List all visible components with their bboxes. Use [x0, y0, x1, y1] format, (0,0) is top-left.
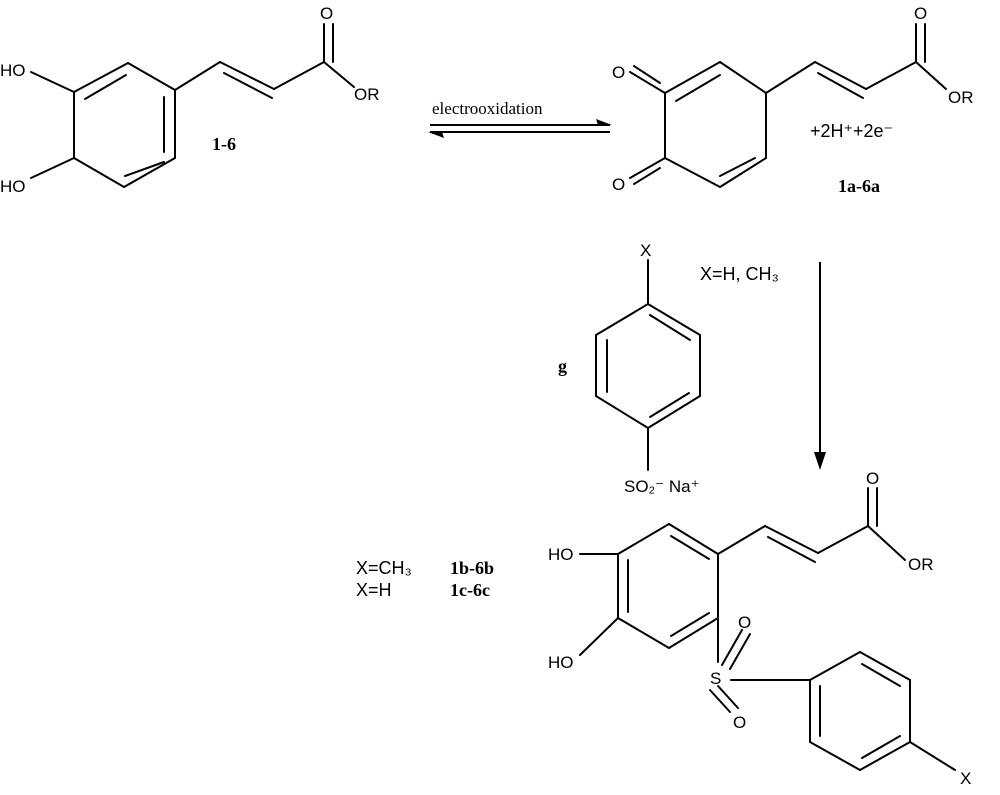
quinone-ester-group-label: OR [948, 88, 974, 107]
sulfinate-salt-label: SO₂⁻ Na⁺ [624, 477, 700, 496]
quinone-oxygen-top-label: O [612, 63, 625, 82]
reactant-compound-label: 1-6 [212, 134, 236, 154]
quinone-molecule [629, 23, 947, 188]
variant-hydrogen-x: X=H [356, 580, 392, 600]
electrooxidation-label: electrooxidation [432, 99, 543, 118]
reactant-molecule [30, 23, 355, 188]
reagent-label: g [558, 356, 567, 376]
hydroxyl-top-label: HO [0, 61, 26, 80]
product-hydroxyl-bottom-label: HO [548, 653, 574, 672]
quinone-compound-label: 1a-6a [838, 176, 880, 196]
sulfinate-reagent-molecule [595, 259, 701, 471]
variant-hydrogen-label: 1c-6c [450, 580, 490, 600]
hydroxyl-bottom-label: HO [0, 177, 26, 196]
equilibrium-arrows [428, 119, 612, 138]
substituent-condition-label: X=H, CH₃ [700, 264, 779, 284]
variant-methyl-x: X=CH₃ [356, 558, 412, 578]
product-molecule [579, 487, 956, 771]
reaction-arrow-down [814, 262, 826, 470]
quinone-carbonyl-oxygen-label: O [914, 4, 927, 23]
reagent-substituent-label: X [640, 241, 651, 260]
ester-group-label: OR [354, 85, 380, 104]
proton-electron-byproduct: +2H⁺+2e⁻ [810, 121, 893, 141]
product-hydroxyl-top-label: HO [548, 545, 574, 564]
product-carbonyl-oxygen-label: O [866, 469, 879, 488]
quinone-oxygen-bottom-label: O [612, 175, 625, 194]
carbonyl-oxygen-label: O [320, 4, 333, 23]
sulfonyl-oxygen-bottom-label: O [733, 713, 746, 732]
sulfonyl-oxygen-top-label: O [738, 613, 751, 632]
product-ester-group-label: OR [908, 555, 934, 574]
product-substituent-label: X [960, 769, 971, 788]
sulfonyl-sulfur-label: S [710, 669, 721, 688]
variant-methyl-label: 1b-6b [450, 558, 494, 578]
